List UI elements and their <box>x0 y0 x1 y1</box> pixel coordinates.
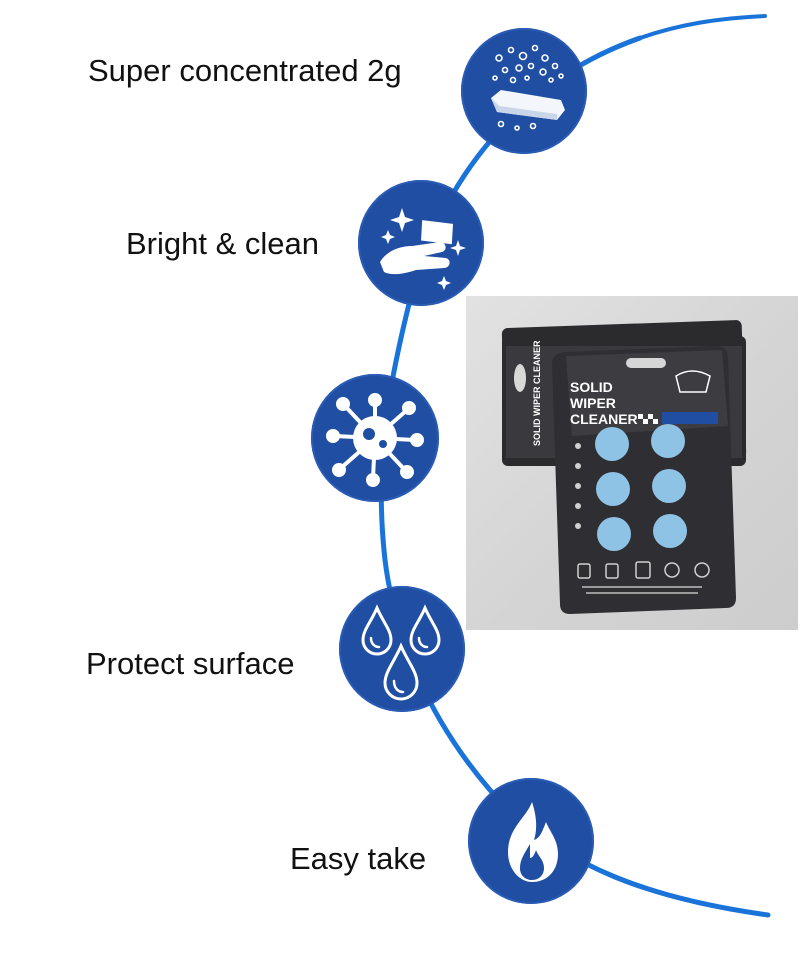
flame-icon <box>508 802 558 882</box>
package-title-line2: WIPER <box>570 395 616 411</box>
feature-label-concentrated: Super concentrated 2g <box>88 53 402 88</box>
package-side-title: SOLID WIPER CLEANER <box>532 340 542 446</box>
feature-circle-easy-take <box>468 778 594 904</box>
hand-wiping-sparkle-icon <box>380 208 466 290</box>
feature-circle-concentrated <box>461 28 587 154</box>
product-package-image: SOLID WIPER CLEANER SOLID WIPER CLEANER <box>501 320 747 614</box>
feature-label-bright-clean: Bright & clean <box>126 226 319 261</box>
feature-circle-protect-surface <box>339 586 465 712</box>
feature-label-protect-surface: Protect surface <box>86 646 295 681</box>
product-photo: SOLID WIPER CLEANER SOLID WIPER CLEANER <box>466 296 798 630</box>
feature-circle-bright-clean <box>358 180 484 306</box>
tablet-grid <box>595 424 687 551</box>
dissolving-tablet-icon <box>491 44 565 131</box>
germ-icon <box>326 393 424 487</box>
feature-label-easy-take: Easy take <box>290 841 427 876</box>
package-title-line3: CLEANER <box>570 411 638 427</box>
water-drops-icon <box>361 604 441 701</box>
feature-circle-antigerm <box>311 374 439 502</box>
package-title-line1: SOLID <box>570 379 613 395</box>
